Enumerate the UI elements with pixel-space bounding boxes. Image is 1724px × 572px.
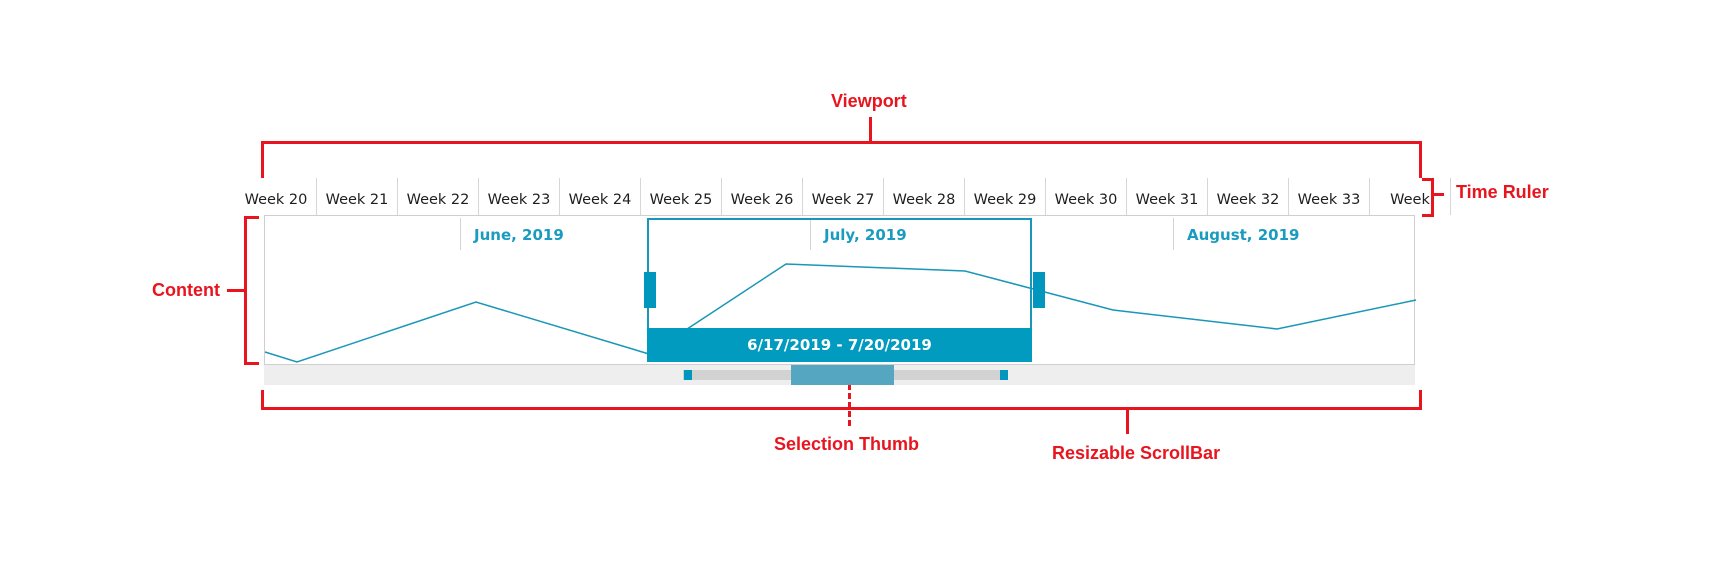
time-ruler-week-cell: Week 27 xyxy=(803,178,884,215)
viewport-bracket-stem xyxy=(869,117,872,141)
resizable-scrollbar-bracket-stem xyxy=(1126,409,1129,434)
time-ruler-week-cell: Week 30 xyxy=(1046,178,1127,215)
resizable-scrollbar-bracket xyxy=(261,390,1422,410)
time-ruler-week-cell: Week 28 xyxy=(884,178,965,215)
week-label: Week 20 xyxy=(244,192,308,208)
time-ruler-week-cell: Week 31 xyxy=(1127,178,1208,215)
time-ruler-week-cell: Week 21 xyxy=(317,178,398,215)
week-label: Week 30 xyxy=(1054,192,1118,208)
time-ruler-week-cell: Week 25 xyxy=(641,178,722,215)
resizable-scrollbar-annotation: Resizable ScrollBar xyxy=(1052,443,1221,463)
viewport-annotation: Viewport xyxy=(831,91,907,111)
week-label: Week 28 xyxy=(892,192,956,208)
week-label: Week 29 xyxy=(973,192,1037,208)
month-label-july: July, 2019 xyxy=(824,226,907,244)
time-ruler-bracket xyxy=(1422,178,1434,217)
week-label: Week 32 xyxy=(1216,192,1280,208)
scrollbar-thumb[interactable] xyxy=(791,365,894,385)
time-ruler-week-cell: Week 32 xyxy=(1208,178,1289,215)
time-ruler: Week 20 Week 21 Week 22 Week 23 Week 24 Week … xyxy=(245,178,1451,215)
month-label-june: June, 2019 xyxy=(474,226,564,244)
scrollbar-left-grip[interactable] xyxy=(684,370,692,380)
scrollbar-right-grip[interactable] xyxy=(1000,370,1008,380)
time-ruler-week-cell: Week 23 xyxy=(479,178,560,215)
week-label: Week 23 xyxy=(487,192,551,208)
time-ruler-week-cell: Week 29 xyxy=(965,178,1046,215)
month-separator xyxy=(810,218,811,250)
viewport-bracket xyxy=(261,141,1422,178)
time-ruler-week-cell: Week 33 xyxy=(1289,178,1370,215)
content-bracket xyxy=(244,216,259,365)
content-line-chart xyxy=(264,263,1417,363)
week-label: Week 26 xyxy=(730,192,794,208)
week-label: Week 31 xyxy=(1135,192,1199,208)
week-label: Week 22 xyxy=(406,192,470,208)
time-ruler-track: Week 20 Week 21 Week 22 Week 23 Week 24 Week … xyxy=(236,178,1451,215)
content-series-line xyxy=(264,263,1417,363)
selection-range-bar[interactable]: 6/17/2019 - 7/20/2019 xyxy=(647,328,1032,362)
time-ruler-week-cell: Week 24 xyxy=(560,178,641,215)
time-ruler-bracket-stem xyxy=(1434,193,1444,196)
time-ruler-week-cell: Week 22 xyxy=(398,178,479,215)
selection-right-handle[interactable] xyxy=(1033,272,1045,308)
week-label: Week 21 xyxy=(325,192,389,208)
time-ruler-annotation: Time Ruler xyxy=(1456,182,1549,202)
selection-thumb-dashed-stem xyxy=(848,384,851,426)
week-label: Week 27 xyxy=(811,192,875,208)
month-label-august: August, 2019 xyxy=(1187,226,1300,244)
selection-left-handle[interactable] xyxy=(644,272,656,308)
selection-thumb-annotation: Selection Thumb xyxy=(774,434,920,454)
week-label: Week 25 xyxy=(649,192,713,208)
content-annotation: Content xyxy=(152,280,220,300)
week-label: Week xyxy=(1390,192,1430,208)
month-separator xyxy=(1173,218,1174,250)
week-label: Week 33 xyxy=(1297,192,1361,208)
month-separator xyxy=(460,218,461,250)
content-bracket-stem xyxy=(227,289,245,292)
time-ruler-week-cell: Week 26 xyxy=(722,178,803,215)
week-label: Week 24 xyxy=(568,192,632,208)
time-ruler-week-cell: Week 20 xyxy=(236,178,317,215)
time-ruler-week-cell: Week xyxy=(1370,178,1451,215)
